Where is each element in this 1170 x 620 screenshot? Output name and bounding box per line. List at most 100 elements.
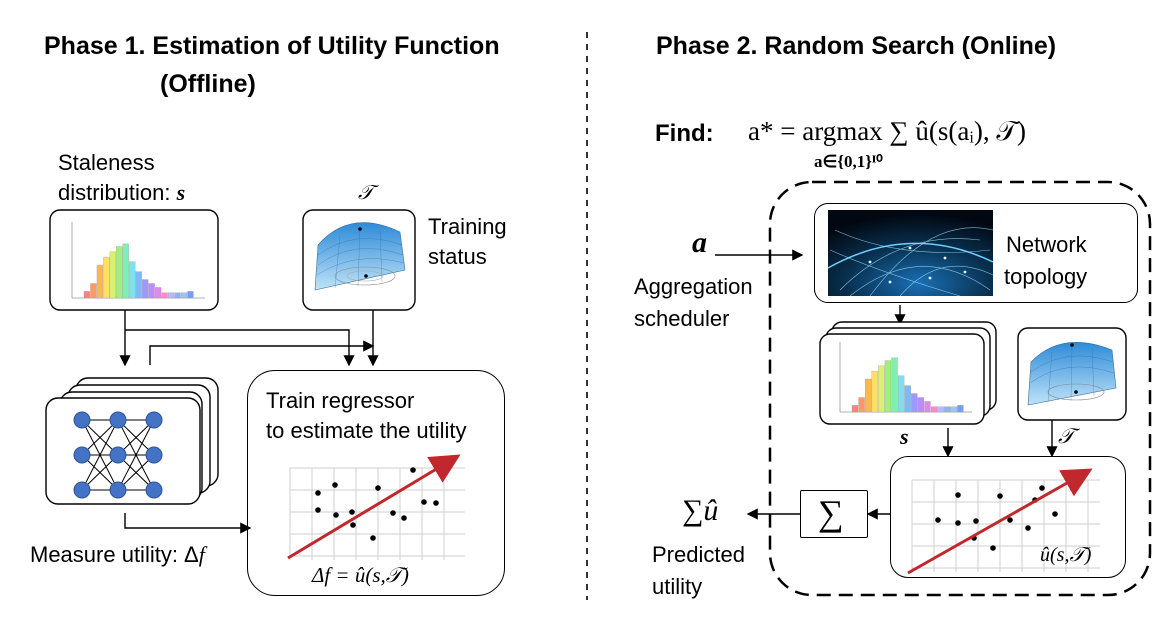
scatter-point (421, 499, 427, 505)
training-status-line1: Training (428, 214, 507, 239)
online-region (768, 180, 1152, 597)
histogram-bar (167, 292, 175, 299)
neuron (145, 446, 163, 464)
neuron (73, 481, 91, 499)
training-status-line2: status (428, 244, 487, 269)
find-label: Find: (655, 120, 714, 147)
histogram-bar (135, 271, 142, 299)
histogram-bar (90, 283, 97, 299)
scatter-point (332, 482, 338, 488)
network-label-line2: topology (1004, 264, 1088, 289)
scatter-point (973, 518, 979, 524)
measure-utility-label: Measure utility: Δf (30, 542, 205, 567)
network-topology-box (814, 203, 1138, 303)
staleness-label-line1: Staleness (58, 150, 155, 175)
regressor-label-line1: Train regressor (266, 388, 415, 413)
regressor-plot-1 (287, 454, 465, 560)
sum-symbol: ∑ (818, 493, 844, 533)
sum-box (800, 490, 868, 538)
neuron (145, 411, 163, 429)
histogram-bar (122, 243, 129, 299)
histogram-bar (957, 405, 964, 413)
aggregation-label-line2: scheduler (634, 306, 730, 331)
find-subscript: a∈{0,1}ᴵ⁰ (814, 152, 883, 171)
histogram-bar (950, 406, 957, 413)
uhat-label-2: û(s,𝒯) (1040, 544, 1092, 566)
staleness-label-line2: distribution: s (58, 180, 186, 205)
histogram-bar (96, 264, 103, 299)
histogram-bar (911, 393, 918, 413)
staleness-histogram-stack (819, 321, 997, 425)
histogram-bar (878, 365, 885, 413)
scatter-point (401, 515, 407, 521)
scatter-point (1007, 517, 1013, 523)
scatter-point (333, 512, 339, 518)
scatter-point (935, 517, 941, 523)
histogram-bar (129, 261, 136, 299)
scatter-point (390, 510, 396, 516)
network-topology-image (827, 210, 994, 297)
scatter-point (410, 467, 416, 473)
scatter-point (1039, 485, 1045, 491)
phase1-title-line1: Phase 1. Estimation of Utility Function (44, 32, 500, 60)
training-surface-2 (1017, 327, 1127, 421)
histogram-bar (937, 406, 944, 413)
histogram-bar (187, 291, 194, 299)
arrow-nn-to-regressor (124, 513, 252, 534)
aggregation-label-line1: Aggregation (634, 274, 753, 299)
arrow-surface-to-nn (149, 340, 375, 365)
scatter-point (315, 507, 321, 513)
scatter-point (955, 492, 961, 498)
network-label-line1: Network (1006, 232, 1087, 257)
neuron (109, 446, 127, 464)
scatter-point (370, 535, 376, 541)
neuron (145, 481, 163, 499)
scatter-point (315, 490, 321, 496)
regressor-plot-2 (907, 468, 1100, 575)
histogram-bar (930, 406, 938, 413)
histogram-bar (83, 291, 91, 299)
tau-symbol-2: 𝒯 (1058, 424, 1075, 448)
scatter-point (433, 500, 439, 506)
scatter-point (1052, 511, 1058, 517)
neural-network-stack (45, 377, 219, 505)
histogram-bar (891, 357, 898, 413)
histogram-bar (871, 370, 878, 413)
utility-formula-1: Δf = û(s,𝒯) (312, 563, 409, 587)
histogram-bar (116, 246, 123, 299)
scatter-point (375, 485, 381, 491)
histogram-bar (103, 256, 110, 299)
arrow-hist-to-regressor (125, 329, 355, 367)
staleness-symbol: s (176, 180, 186, 205)
predicted-label-line2: utility (652, 574, 703, 599)
neuron (109, 481, 127, 499)
training-surface (302, 209, 416, 311)
scatter-point (350, 522, 356, 528)
phase2-title: Phase 2. Random Search (Online) (656, 32, 1057, 60)
predicted-label-line1: Predicted (652, 542, 745, 567)
nn-edge (117, 419, 155, 491)
scatter-point (349, 509, 355, 515)
neuron (73, 446, 91, 464)
nn-edge (81, 419, 119, 491)
a-symbol: a (692, 226, 707, 259)
histogram-bar (884, 360, 892, 413)
histogram-bar (148, 283, 155, 299)
histogram-bar (174, 292, 181, 299)
neuron (109, 411, 127, 429)
histogram-bar (917, 397, 925, 413)
scatter-point (1025, 525, 1031, 531)
staleness-histogram (49, 209, 219, 311)
regressor-label-line2: to estimate the utility (266, 418, 467, 443)
regressor-box-1 (247, 370, 505, 596)
histogram-bar (109, 251, 116, 299)
phase1-title-line2: (Offline) (160, 70, 256, 98)
histogram-bar (161, 292, 168, 299)
scatter-point (955, 520, 961, 526)
histogram-bar (142, 279, 149, 299)
sum-uhat-label: ∑û (682, 494, 719, 527)
neuron (73, 411, 91, 429)
histogram-bar (155, 287, 162, 299)
tau-symbol-1: 𝒯 (358, 182, 374, 204)
